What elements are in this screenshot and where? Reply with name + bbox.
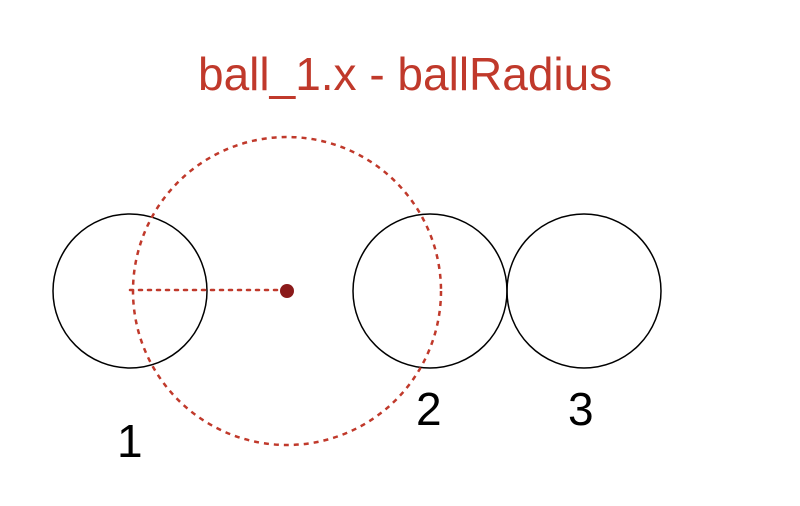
ball-1 [52,213,208,369]
center-dot [280,284,294,298]
ball-3 [506,213,662,369]
ball-label-1: 1 [117,415,143,467]
diagram-caption: ball_1.x - ballRadius [198,48,612,100]
ball-label-3: 3 [568,383,594,435]
ball-label-2: 2 [416,383,442,435]
